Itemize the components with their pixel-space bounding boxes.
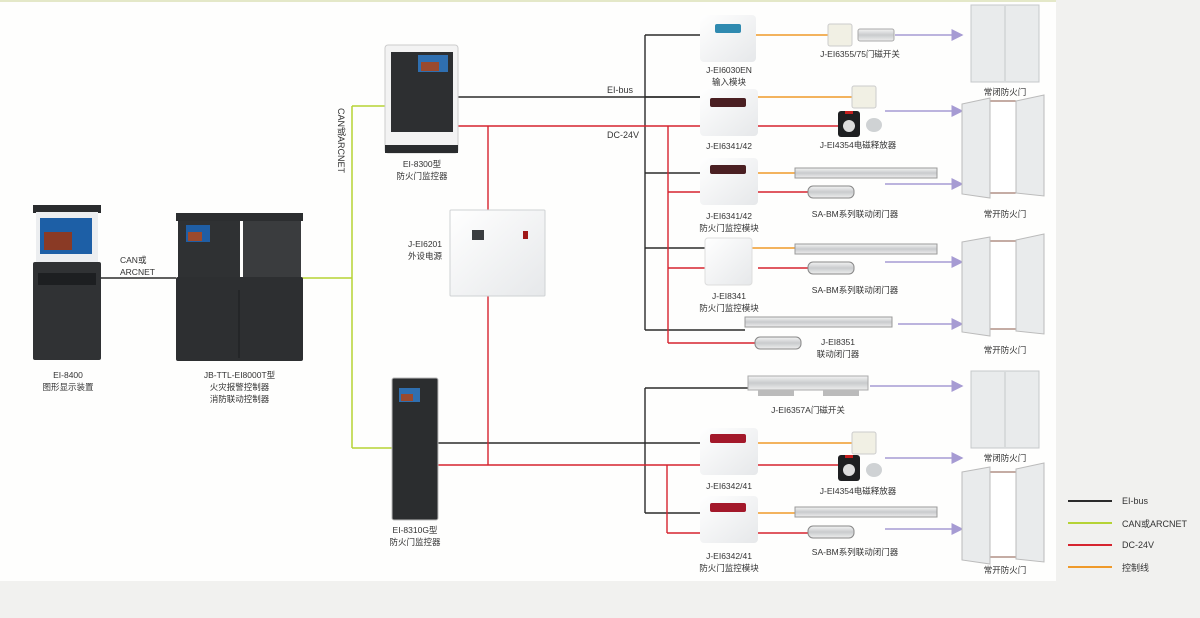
door-normally-open-2 [961,233,1045,337]
label-ei-bus: EI-bus [607,85,634,95]
label-ei8351-name: 联动闭门器 [816,349,860,359]
door-normally-closed-1 [970,4,1040,83]
door-contact-6342a [851,431,877,455]
wires-can [302,105,392,449]
label-ei8341-model: J-EI8341 [711,291,747,301]
label-sabm-c: SA-BM系列联动闭门器 [811,547,899,557]
ei8000t-fire-alarm-controller [176,213,303,361]
label-ei6342-b-model: J-EI6342/41 [706,551,752,561]
label-can-or: CAN或 [120,255,147,265]
label-ei8310g-model: EI-8310G型 [392,525,438,535]
legend-swatch-dc24v [1068,544,1112,546]
label-ei6341-a-model: J-EI6341/42 [706,141,752,151]
label-ei8000t: JB-TTL-EI8000T型 火灾报警控制器 消防联动控制器 [176,369,303,405]
label-ei8341: J-EI8341 防火门监控模块 [685,290,773,314]
ei8300-fire-door-monitor [384,44,459,154]
door-contact-6341a [851,85,877,109]
legend-label-ei-bus: EI-bus [1122,496,1149,506]
label-ei8300-model: EI-8300型 [402,159,442,169]
legend-label-dc24v: DC-24V [1122,540,1155,550]
label-ei8300-name: 防火门监控器 [396,171,448,181]
label-door-closed-2: 常闭防火门 [983,453,1027,463]
label-door-closed-1: 常闭防火门 [983,87,1027,97]
label-ei8351-model: J-EI8351 [820,337,856,347]
door-contact-ei6357a [747,375,869,396]
legend-item-control: 控制线 [1068,556,1187,578]
label-ei6342-b-name: 防火门监控模块 [699,563,759,573]
label-ei8400-name: 图形显示装置 [42,382,94,392]
label-sabm-a: SA-BM系列联动闭门器 [811,209,899,219]
door-normally-open-3 [961,462,1045,565]
module-ei6342-41-a [700,428,758,475]
ei8400-graphic-display [33,205,101,360]
label-ei6341-a: J-EI6341/42 [690,140,768,152]
label-ei6030en-name: 输入模块 [711,77,746,87]
label-can-arcnet-vertical: CAN或ARCNET [336,108,346,174]
label-ei6201-name: 外设电源 [407,251,442,261]
legend-item-can-arcnet: CAN或ARCNET [1068,512,1187,534]
module-ei8341 [704,237,753,286]
label-ei6342-a-model: J-EI6342/41 [706,481,752,491]
label-ei8000t-name2: 消防联动控制器 [209,394,270,404]
legend-swatch-ei-bus [1068,500,1112,502]
module-ei6341-42-b [700,158,758,205]
ei8310g-fire-door-monitor [391,377,439,521]
magnetic-release-ei4354-b [838,455,882,481]
label-ei8310g-name: 防火门监控器 [389,537,441,547]
door-closer-sabm-c [794,506,938,539]
door-normally-open-1 [961,94,1045,199]
legend: EI-bus CAN或ARCNET DC-24V 控制线 [1068,490,1187,578]
label-door-open-3: 常开防火门 [983,565,1027,575]
label-ei8400: EI-8400 图形显示装置 [34,369,102,393]
label-ei4354-a: J-EI4354电磁释放器 [819,140,897,150]
label-ei6341-b: J-EI6341/42 防火门监控模块 [685,210,773,234]
module-ei6030en [700,15,756,62]
legend-label-control: 控制线 [1122,562,1150,573]
label-door-open-1: 常开防火门 [983,209,1027,219]
door-normally-closed-2 [970,370,1040,449]
legend-item-dc24v: DC-24V [1068,534,1187,556]
label-ei6030en-model: J-EI6030EN [706,65,752,75]
right-panel [1056,0,1200,581]
label-dc24v: DC-24V [607,130,640,140]
label-sabm-b: SA-BM系列联动闭门器 [811,285,899,295]
label-ei6342-b: J-EI6342/41 防火门监控模块 [685,550,773,574]
module-ei6341-42-a [700,89,758,136]
legend-swatch-control [1068,566,1112,568]
label-ei8000t-name1: 火灾报警控制器 [209,382,270,392]
door-closer-sabm-a [794,167,938,199]
legend-label-can-arcnet: CAN或ARCNET [1122,518,1188,529]
label-ei8400-model: EI-8400 [53,370,83,380]
label-ei6342-a: J-EI6342/41 [690,480,768,492]
label-arcnet: ARCNET [120,267,155,277]
wires-ei-bus [100,34,748,514]
ei6201-external-power-supply [449,209,546,297]
label-ei6201: J-EI6201 外设电源 [395,238,455,262]
label-ei6355: J-EI6355/75门磁开关 [820,49,900,59]
label-ei8351: J-EI8351 联动闭门器 [808,336,868,360]
wires-control [752,34,852,514]
legend-item-ei-bus: EI-bus [1068,490,1187,512]
door-closer-ei8351 [744,316,893,350]
label-ei6030en: J-EI6030EN 输入模块 [690,64,768,88]
label-ei8000t-model: JB-TTL-EI8000T型 [203,370,276,380]
module-ei6342-41-b [700,496,758,543]
label-ei6341-b-model: J-EI6341/42 [706,211,752,221]
wires-dc24v [437,125,838,534]
label-ei6357a: J-EI6357A门磁开关 [771,405,845,415]
label-ei6201-model: J-EI6201 [407,239,443,249]
label-door-open-2: 常开防火门 [983,345,1027,355]
legend-swatch-can-arcnet [1068,522,1112,524]
door-closer-sabm-b [794,243,938,275]
label-ei8341-name: 防火门监控模块 [699,303,759,313]
label-ei8310g: EI-8310G型 防火门监控器 [375,524,455,548]
door-contact-ei6355-75 [827,23,895,47]
label-ei4354-b: J-EI4354电磁释放器 [819,486,897,496]
label-ei8300: EI-8300型 防火门监控器 [380,158,464,182]
label-ei6341-b-name: 防火门监控模块 [699,223,759,233]
label-can-arcnet-horizontal: CAN或 ARCNET [120,254,160,278]
magnetic-release-ei4354-a [838,111,882,137]
arrows [870,29,964,535]
